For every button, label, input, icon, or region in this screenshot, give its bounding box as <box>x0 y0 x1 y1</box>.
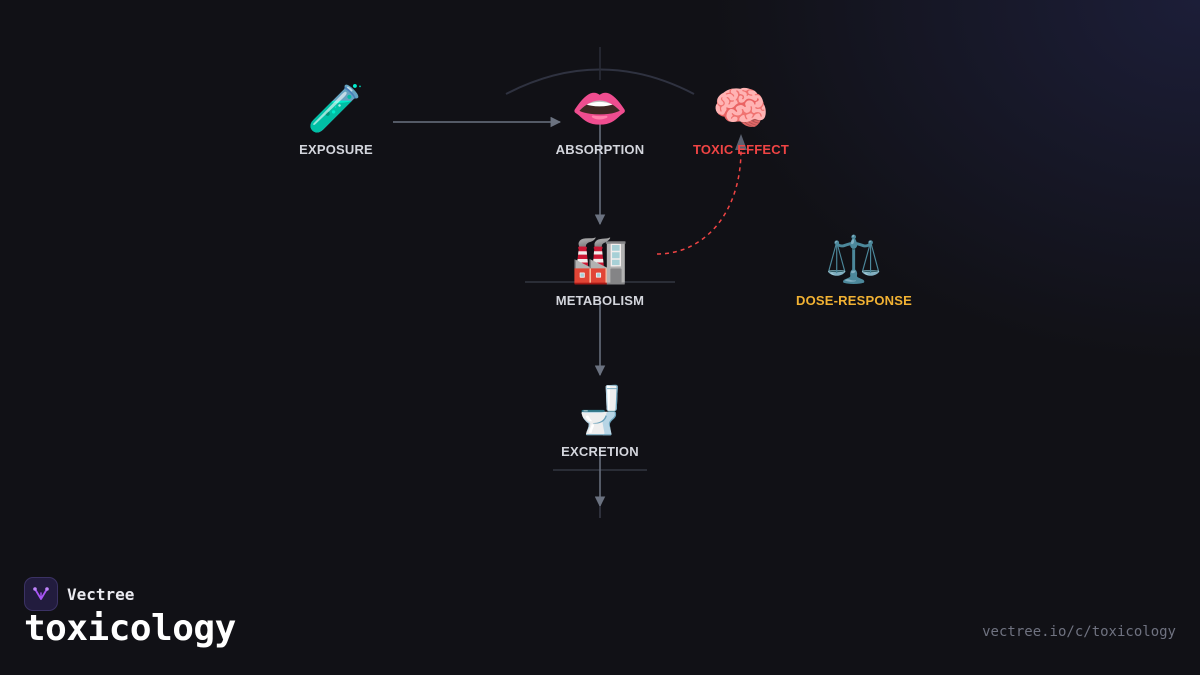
node-excretion[interactable]: 🚽 EXCRETION <box>510 382 690 459</box>
node-metabolism[interactable]: 🏭 METABOLISM <box>510 231 690 308</box>
factory-icon: 🏭 <box>571 232 629 286</box>
node-label-dose-response: DOSE-RESPONSE <box>795 293 912 308</box>
node-exposure[interactable]: 🧪 EXPOSURE <box>246 80 426 157</box>
edge-metabolism-toxic-effect <box>656 149 742 255</box>
brand[interactable]: Vectree <box>24 577 134 611</box>
node-absorption[interactable]: 👄 ABSORPTION <box>510 80 690 157</box>
test-tube-icon: 🧪 <box>307 81 365 135</box>
node-label-toxic-effect: TOXIC EFFECT <box>692 142 790 157</box>
node-label-metabolism: METABOLISM <box>555 293 645 308</box>
brain-icon: 🧠 <box>712 81 770 135</box>
node-label-exposure: EXPOSURE <box>299 142 373 157</box>
page-url[interactable]: vectree.io/c/toxicology <box>982 624 1176 640</box>
scales-icon: ⚖️ <box>825 232 883 286</box>
mouth-icon: 👄 <box>571 81 629 135</box>
page-title: toxicology <box>24 608 236 649</box>
node-dose-response[interactable]: ⚖️ DOSE-RESPONSE <box>764 231 944 308</box>
brand-name: Vectree <box>67 584 135 604</box>
node-label-excretion: EXCRETION <box>561 444 639 459</box>
edge-toxic-arrowhead <box>735 134 747 150</box>
toilet-icon: 🚽 <box>571 383 629 437</box>
vectree-logo-icon <box>24 577 58 611</box>
node-toxic-effect[interactable]: 🧠 TOXIC EFFECT <box>651 80 831 157</box>
node-label-absorption: ABSORPTION <box>555 142 645 157</box>
